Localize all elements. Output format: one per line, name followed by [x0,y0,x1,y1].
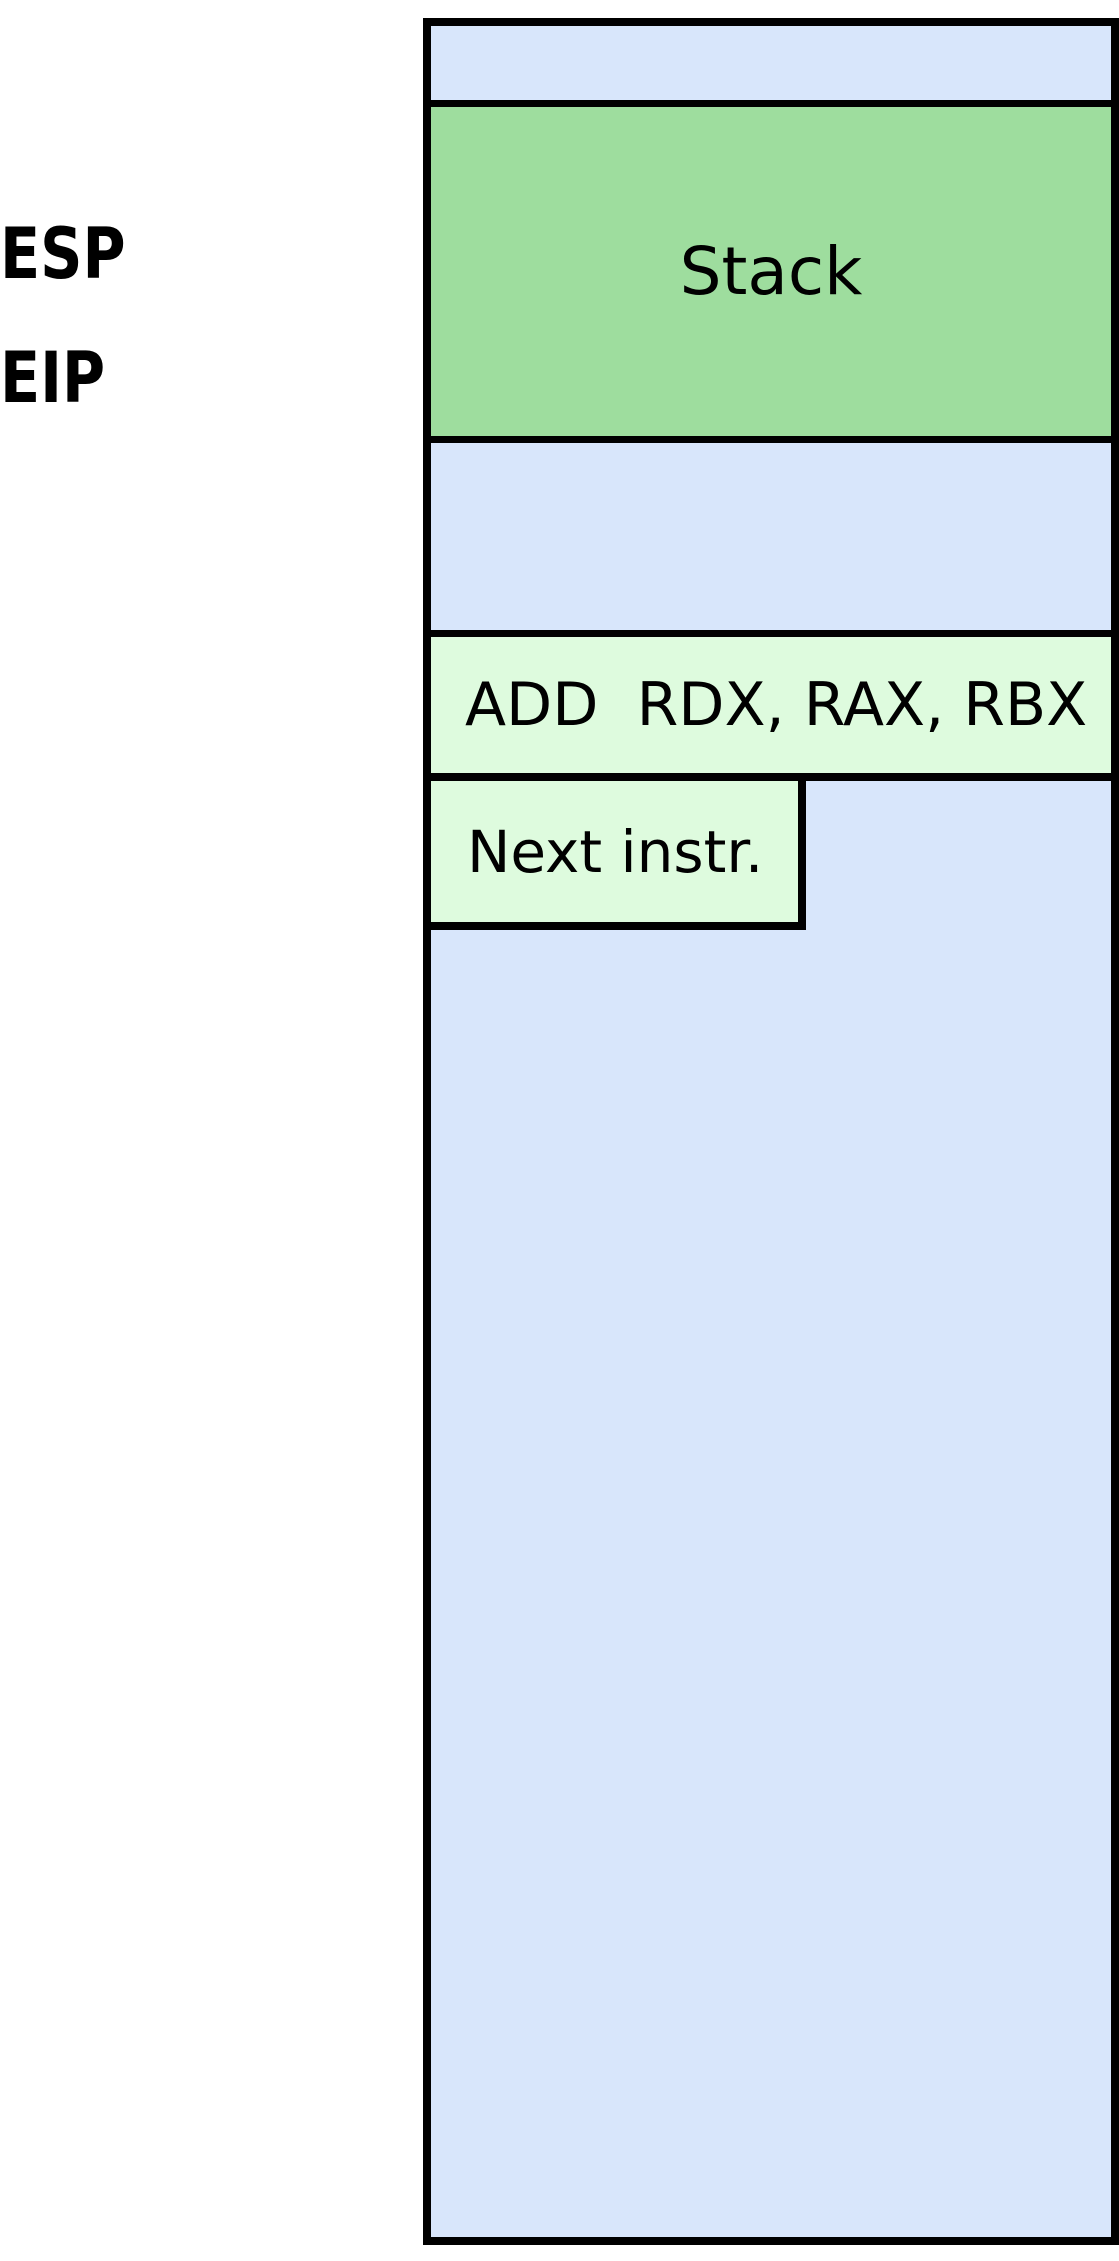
esp-register-label: ESP [0,213,126,295]
current-instruction-label: ADD RDX, RAX, RBX [465,670,1088,740]
memory-region-top [431,26,1111,100]
memory-column: Stack ADD RDX, RAX, RBX Next instr. [423,18,1119,2245]
memory-region-bottom [431,781,1111,2237]
stack-region: Stack [431,107,1111,436]
memory-region-middle [431,443,1111,630]
current-instruction-row: ADD RDX, RAX, RBX [431,637,1111,773]
eip-register-label: EIP [0,337,106,419]
next-instruction-label: Next instr. [467,817,764,886]
stack-region-label: Stack [679,233,863,310]
next-instruction-box: Next instr. [431,781,806,930]
